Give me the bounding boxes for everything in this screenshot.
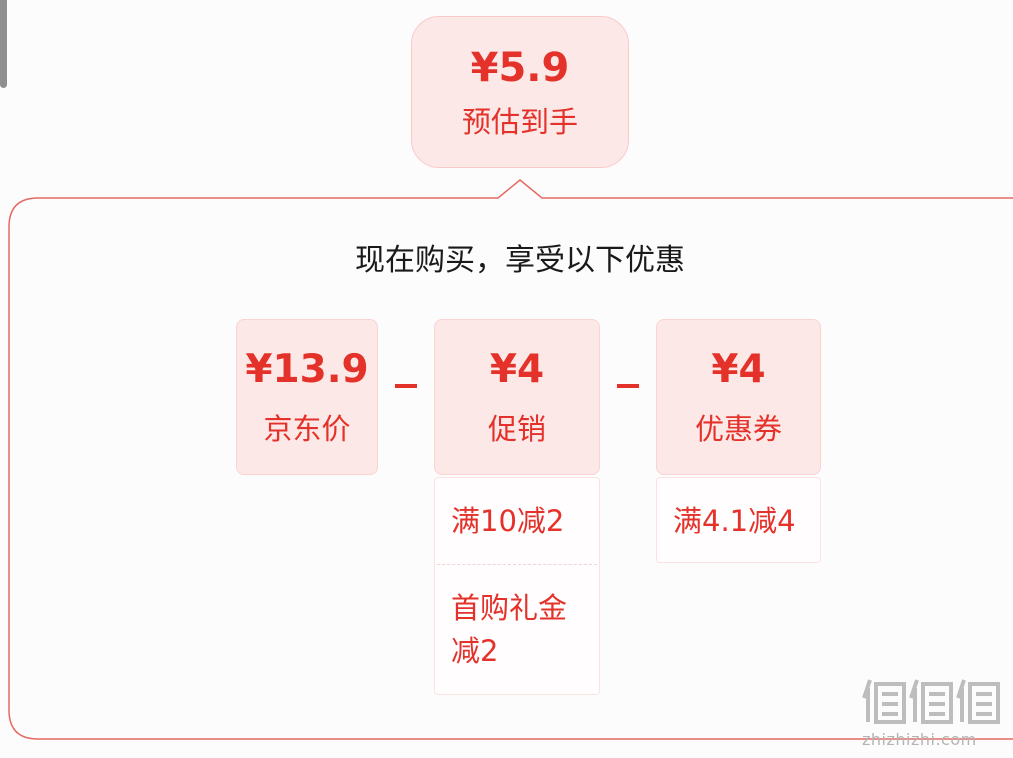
promotion-divider [437,563,597,565]
coupon-details: 满4.1减4 [656,477,821,563]
jd-price-value: ¥13.9 [245,347,369,392]
estimated-price-badge: ¥5.9 预估到手 [411,16,629,168]
panel-title: 现在购买，享受以下优惠 [355,243,685,278]
coupon-value: ¥4 [711,347,766,392]
promotion-card: ¥4 促销 [434,319,600,475]
promotion-value: ¥4 [489,347,545,392]
watermark-logo-icon [862,679,1000,724]
coupon-item: 满4.1减4 [673,504,796,538]
minus-operator-2 [617,384,639,388]
promotion-item: 满10减2 [451,504,565,538]
coupon-card: ¥4 优惠券 [656,319,821,475]
watermark-url: zhizhizhi.com [862,730,977,749]
minus-operator-1 [395,384,417,388]
promotion-details: 满10减2 首购礼金减2 [434,477,600,695]
jd-price-card: ¥13.9 京东价 [236,319,378,475]
scroll-indicator[interactable] [0,0,7,88]
jd-price-label: 京东价 [263,412,351,446]
estimated-price-label: 预估到手 [461,104,578,139]
coupon-label: 优惠券 [694,412,782,446]
promotion-label: 促销 [487,412,546,446]
estimated-price: ¥5.9 [470,44,570,91]
promotion-item: 首购礼金减2 [451,590,568,669]
